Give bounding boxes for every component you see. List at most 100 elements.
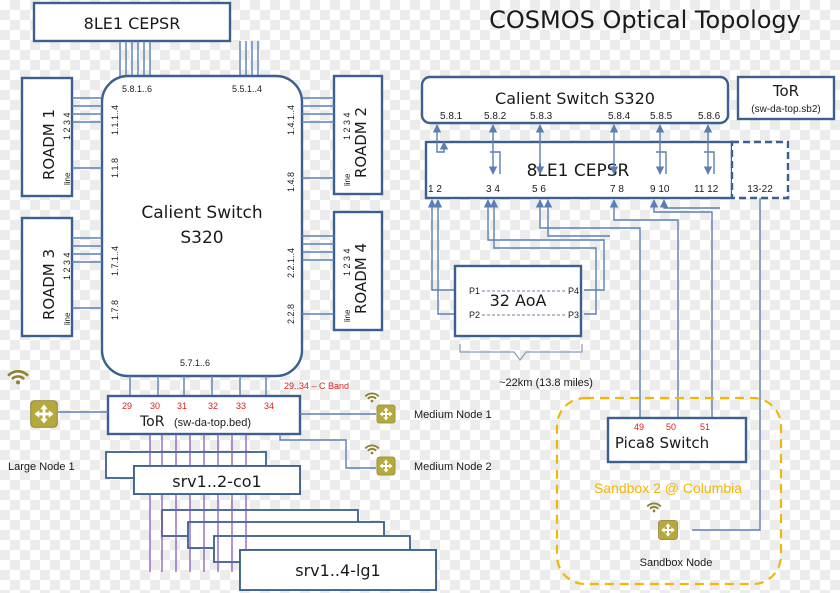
cband-label: 29..34 – C Band	[284, 381, 349, 391]
diagram-title: COSMOS Optical Topology	[489, 6, 801, 34]
srv-lg1-front	[239, 549, 437, 591]
wifi-icon	[364, 444, 380, 456]
calient-cepsr-links	[437, 125, 715, 175]
roadm-2-line: line	[343, 173, 352, 186]
tor-label-left: ToR	[139, 414, 165, 430]
srv-co1-front	[133, 465, 301, 495]
cport-5-8-1: 5.8.1	[440, 111, 463, 122]
cepsr-range: 13-22	[747, 184, 773, 195]
roadm-4-links	[302, 235, 334, 315]
cport-5-8-2: 5.8.2	[484, 111, 507, 122]
aoa-box	[453, 264, 583, 338]
roadm-1-label: ROADM 1	[40, 109, 58, 180]
cepsr-calient-links	[119, 41, 259, 78]
roadm-3-line: line	[63, 312, 72, 325]
calient-switch-main	[100, 74, 304, 378]
large-node	[6, 370, 58, 428]
medium-node-1	[364, 392, 396, 424]
sandbox-node	[646, 502, 678, 540]
port-label-1-7-8: 1.7.8	[110, 300, 120, 320]
aoa-label: 32 AoA	[490, 291, 547, 310]
roadm-1-links	[72, 97, 102, 169]
port-label-2-2-1: 2.2.1..4	[286, 248, 296, 278]
pica8-port-50: 50	[666, 422, 676, 432]
large-node-label: Large Node 1	[8, 461, 75, 473]
cepsr-extension	[730, 140, 790, 200]
roadm-4-box	[332, 210, 384, 332]
cport-5-8-5: 5.8.5	[650, 111, 673, 122]
tor-port-34: 34	[264, 401, 274, 411]
tor-port-30: 30	[150, 401, 160, 411]
distance-label: ~22km (13.8 miles)	[499, 377, 593, 389]
roadm-2-box	[332, 74, 384, 196]
cport-5-8-3: 5.8.3	[530, 111, 553, 122]
eport-7-8: 7 8	[610, 184, 624, 195]
eport-3-4: 3 4	[486, 184, 500, 195]
router-icon	[30, 400, 58, 428]
tor-box-left	[106, 394, 302, 436]
calient-label-right: Calient Switch S320	[495, 89, 655, 108]
router-icon	[376, 404, 396, 424]
aoa-internal-link	[482, 290, 566, 316]
wifi-icon	[364, 392, 380, 404]
tor-label-right: ToR	[772, 82, 799, 100]
calient-label-line2: S320	[180, 228, 223, 248]
port-label-1-4-8: 1.4.8	[286, 172, 296, 192]
pica8-port-49: 49	[634, 422, 644, 432]
cport-5-8-4: 5.8.4	[608, 111, 631, 122]
tor-port-29: 29	[122, 401, 132, 411]
cepsr-label-right: 8LE1 CEPSR	[527, 161, 630, 181]
pica8-box	[606, 416, 748, 464]
port-label-5-7-1: 5.7.1..6	[180, 358, 210, 368]
eport-9-10: 9 10	[650, 184, 670, 195]
port-label-5-5-1: 5.5.1..4	[232, 84, 262, 94]
medium-node-2-link	[279, 434, 376, 469]
srv-co1-label: srv1..2-co1	[172, 472, 261, 491]
medium-node-2-label: Medium Node 2	[414, 461, 492, 473]
roadm-4-label: ROADM 4	[352, 243, 370, 314]
tor-port-31: 31	[177, 401, 187, 411]
calient-label-line1: Calient Switch	[141, 203, 262, 223]
medium-node-2	[364, 444, 396, 476]
roadm-2-ports: 1 2 3 4	[342, 112, 352, 140]
roadm-4-line: line	[343, 309, 352, 322]
pica8-port-51: 51	[700, 422, 710, 432]
port-label-1-1-1: 1.1.1..4	[110, 105, 120, 135]
tor-sub-left: (sw-da-top.bed)	[174, 417, 251, 429]
roadm-1-line: line	[63, 172, 72, 185]
roadm-3-box	[20, 216, 74, 338]
port-label-1-1-8: 1.1.8	[110, 158, 120, 178]
roadm-1-box	[20, 76, 74, 198]
tor-box-right	[736, 75, 836, 121]
aoa-p2: P2	[469, 310, 480, 320]
calient-tor-links	[129, 376, 267, 397]
cepsr-port-labels: 1 2 3 4 5 6 7 8 9 10 11 12	[428, 184, 719, 195]
sandbox-label: Sandbox 2 @ Columbia	[594, 480, 742, 496]
sandbox-region	[555, 396, 783, 586]
aoa-p1: P1	[469, 286, 480, 296]
tor-server-links	[149, 434, 247, 572]
eport-11-12: 11 12	[694, 184, 719, 195]
cepsr-box-right	[424, 140, 734, 200]
aoa-p3: P3	[568, 310, 579, 320]
cepsr-box-left	[32, 1, 232, 43]
eport-5-6: 5 6	[532, 184, 546, 195]
cepsr-label-left: 8LE1 CEPSR	[84, 14, 181, 33]
sandbox-node-label: Sandbox Node	[640, 557, 713, 569]
port-label-1-4-1: 1.4.1..4	[286, 105, 296, 135]
medium-node-1-label: Medium Node 1	[414, 409, 492, 421]
roadm-3-ports: 1 2 3 4	[62, 252, 72, 280]
eport-1-2: 1 2	[428, 184, 442, 195]
roadm-1-ports: 1 2 3 4	[62, 112, 72, 140]
router-icon	[658, 520, 678, 540]
wifi-icon	[646, 502, 662, 514]
port-label-2-2-8: 2.2.8	[286, 304, 296, 324]
roadm-3-links	[72, 237, 102, 309]
tor-port-32: 32	[208, 401, 218, 411]
cport-5-8-6: 5.8.6	[698, 111, 721, 122]
roadm-2-links	[302, 97, 334, 179]
roadm-3-label: ROADM 3	[40, 249, 58, 320]
roadm-4-ports: 1 2 3 4	[342, 248, 352, 276]
port-label-5-8-1: 5.8.1..6	[122, 84, 152, 94]
